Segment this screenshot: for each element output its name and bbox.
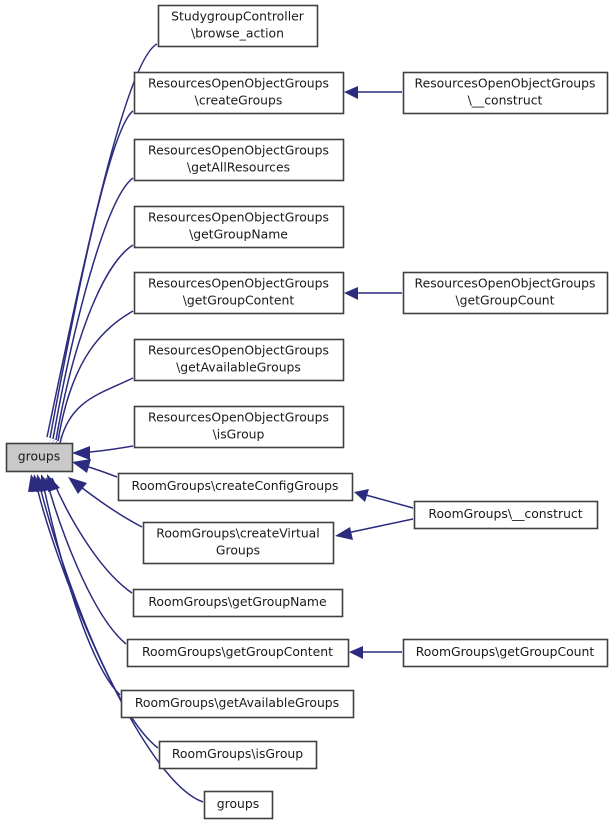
graph-node-roomgroups-createconfiggroups[interactable]: RoomGroups\createConfigGroups: [117, 472, 354, 502]
graph-node-box[interactable]: [402, 71, 609, 115]
graph-node-label: RoomGroups\getGroupCount: [416, 644, 595, 659]
graph-node-roomgroups-getgroupcontent[interactable]: RoomGroups\getGroupContent: [126, 638, 350, 668]
graph-node-resourcesopenobjectgroups-isgroup[interactable]: ResourcesOpenObjectGroups \isGroup: [133, 405, 345, 449]
graph-node-box[interactable]: [5, 442, 74, 473]
graph-node-label: ResourcesOpenObjectGroups: [148, 343, 329, 358]
graph-node-resourcesopenobjectgroups-construct[interactable]: ResourcesOpenObjectGroups \__construct: [402, 71, 609, 115]
graph-node-resourcesopenobjectgroups-creategroups[interactable]: ResourcesOpenObjectGroups \createGroups: [133, 71, 345, 115]
graph-edge-arrowhead: [335, 527, 353, 540]
graph-node-roomgroups-construct[interactable]: RoomGroups\__construct: [413, 500, 599, 530]
graph-node-label: \getAllResources: [187, 160, 290, 175]
graph-node-label: RoomGroups\getAvailableGroups: [135, 695, 339, 710]
graph-node-groups-root[interactable]: groups: [5, 442, 74, 473]
nodes-layer: groups StudygroupController \browse_action…: [5, 4, 609, 820]
graph-node-label: \getGroupCount: [455, 293, 554, 308]
graph-edge: [51, 477, 133, 594]
graph-node-box[interactable]: [413, 500, 599, 530]
graph-node-label: ResourcesOpenObjectGroups: [148, 210, 329, 225]
graph-node-box[interactable]: [132, 588, 344, 618]
graph-node-label: ResourcesOpenObjectGroups: [148, 143, 329, 158]
graph-node-label: RoomGroups\__construct: [428, 506, 582, 521]
graph-edge-arrowhead: [349, 646, 363, 659]
graph-edge: [59, 377, 134, 444]
graph-node-label: \browse_action: [191, 26, 284, 41]
graph-node-box[interactable]: [158, 740, 318, 770]
graph-edge: [346, 518, 414, 534]
graph-node-box[interactable]: [157, 4, 319, 48]
graph-node-roomgroups-getgroupname[interactable]: RoomGroups\getGroupName: [132, 588, 344, 618]
graph-node-label: \getGroupContent: [183, 293, 295, 308]
graph-node-label: ResourcesOpenObjectGroups: [415, 276, 596, 291]
graph-node-box[interactable]: [133, 205, 345, 249]
graph-edge-arrowhead: [72, 446, 90, 460]
graph-edge: [37, 477, 159, 749]
graph-node-label: Groups: [216, 543, 260, 558]
graph-edge-arrowhead: [72, 459, 91, 473]
graph-edge-arrowhead: [354, 489, 369, 502]
graph-node-resourcesopenobjectgroups-getavailablegroups[interactable]: ResourcesOpenObjectGroups \getAvailableGr…: [133, 338, 345, 382]
graph-node-box[interactable]: [133, 338, 345, 382]
graph-node-box[interactable]: [133, 271, 345, 315]
graph-node-label: \createGroups: [195, 93, 283, 108]
graph-node-resourcesopenobjectgroups-getgroupcount[interactable]: ResourcesOpenObjectGroups \getGroupCount: [402, 271, 609, 315]
graph-node-studygroupcontroller-browse-action[interactable]: StudygroupController \browse_action: [157, 4, 319, 48]
graph-node-resourcesopenobjectgroups-getgroupname[interactable]: ResourcesOpenObjectGroups \getGroupName: [133, 205, 345, 249]
graph-node-roomgroups-getavailablegroups[interactable]: RoomGroups\getAvailableGroups: [120, 689, 355, 719]
graph-node-label: StudygroupController: [171, 9, 305, 24]
graph-node-label: \getGroupName: [189, 227, 288, 242]
graph-edge: [34, 477, 204, 803]
graph-node-label: RoomGroups\createVirtual: [156, 526, 319, 541]
graph-node-label: ResourcesOpenObjectGroups: [148, 410, 329, 425]
graph-edge: [52, 177, 134, 440]
graph-node-label: RoomGroups\createConfigGroups: [132, 478, 339, 493]
graph-node-box[interactable]: [120, 689, 355, 719]
graph-node-box[interactable]: [117, 472, 354, 502]
graph-edge-arrowhead: [68, 477, 87, 494]
graph-node-label: groups: [18, 449, 60, 464]
graph-edge: [41, 477, 121, 696]
graph-node-box[interactable]: [133, 405, 345, 449]
graph-edge: [45, 477, 127, 645]
graph-node-label: \__construct: [468, 93, 543, 108]
graph-node-label: \getAvailableGroups: [176, 360, 301, 375]
graph-node-label: ResourcesOpenObjectGroups: [415, 76, 596, 91]
graph-edge: [365, 494, 414, 509]
graph-node-label: RoomGroups\isGroup: [172, 746, 303, 761]
graph-node-label: RoomGroups\getGroupName: [148, 594, 326, 609]
graph-edge: [49, 110, 134, 439]
graph-node-groups-leaf[interactable]: groups: [203, 790, 274, 820]
graph-edge: [55, 244, 134, 441]
graph-node-box[interactable]: [133, 138, 345, 182]
graph-node-box[interactable]: [142, 521, 335, 565]
graph-node-resourcesopenobjectgroups-getallresources[interactable]: ResourcesOpenObjectGroups \getAllResource…: [133, 138, 345, 182]
graph-edge-arrowhead: [344, 86, 358, 99]
graph-node-label: ResourcesOpenObjectGroups: [148, 276, 329, 291]
graph-node-box[interactable]: [203, 790, 274, 820]
graph-node-box[interactable]: [126, 638, 350, 668]
graph-edge: [57, 310, 134, 442]
graph-edge-arrowhead: [344, 287, 358, 300]
graph-node-box[interactable]: [402, 271, 609, 315]
graph-node-resourcesopenobjectgroups-getgroupcontent[interactable]: ResourcesOpenObjectGroups \getGroupConten…: [133, 271, 345, 315]
graph-node-label: ResourcesOpenObjectGroups: [148, 76, 329, 91]
graph-edge-arrowhead: [28, 474, 41, 492]
graph-node-roomgroups-getgroupcount[interactable]: RoomGroups\getGroupCount: [402, 638, 609, 668]
graph-node-roomgroups-isgroup[interactable]: RoomGroups\isGroup: [158, 740, 318, 770]
graph-node-label: \isGroup: [213, 427, 265, 442]
graph-node-box[interactable]: [133, 71, 345, 115]
graph-node-label: RoomGroups\getGroupContent: [142, 644, 333, 659]
graph-node-label: groups: [217, 796, 259, 811]
graph-node-box[interactable]: [402, 638, 609, 668]
